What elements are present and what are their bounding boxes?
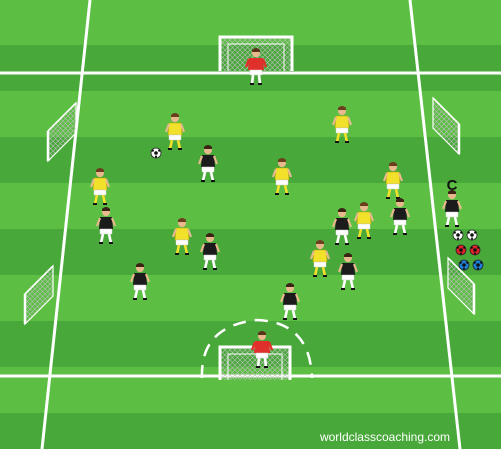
left-sideline: [40, 0, 92, 449]
ball-black-white: [466, 229, 478, 241]
ball-red: [455, 244, 467, 256]
credit-text: worldclasscoaching.com: [319, 430, 450, 444]
ball-black-white: [452, 229, 464, 241]
goal-area-dashed-arc: [200, 318, 314, 379]
ball-red: [469, 244, 481, 256]
game-ball: [150, 147, 162, 159]
coach-label: C: [447, 177, 458, 194]
ball-blue: [472, 259, 484, 271]
ball-blue: [458, 259, 470, 271]
right-sideline: [408, 0, 462, 449]
